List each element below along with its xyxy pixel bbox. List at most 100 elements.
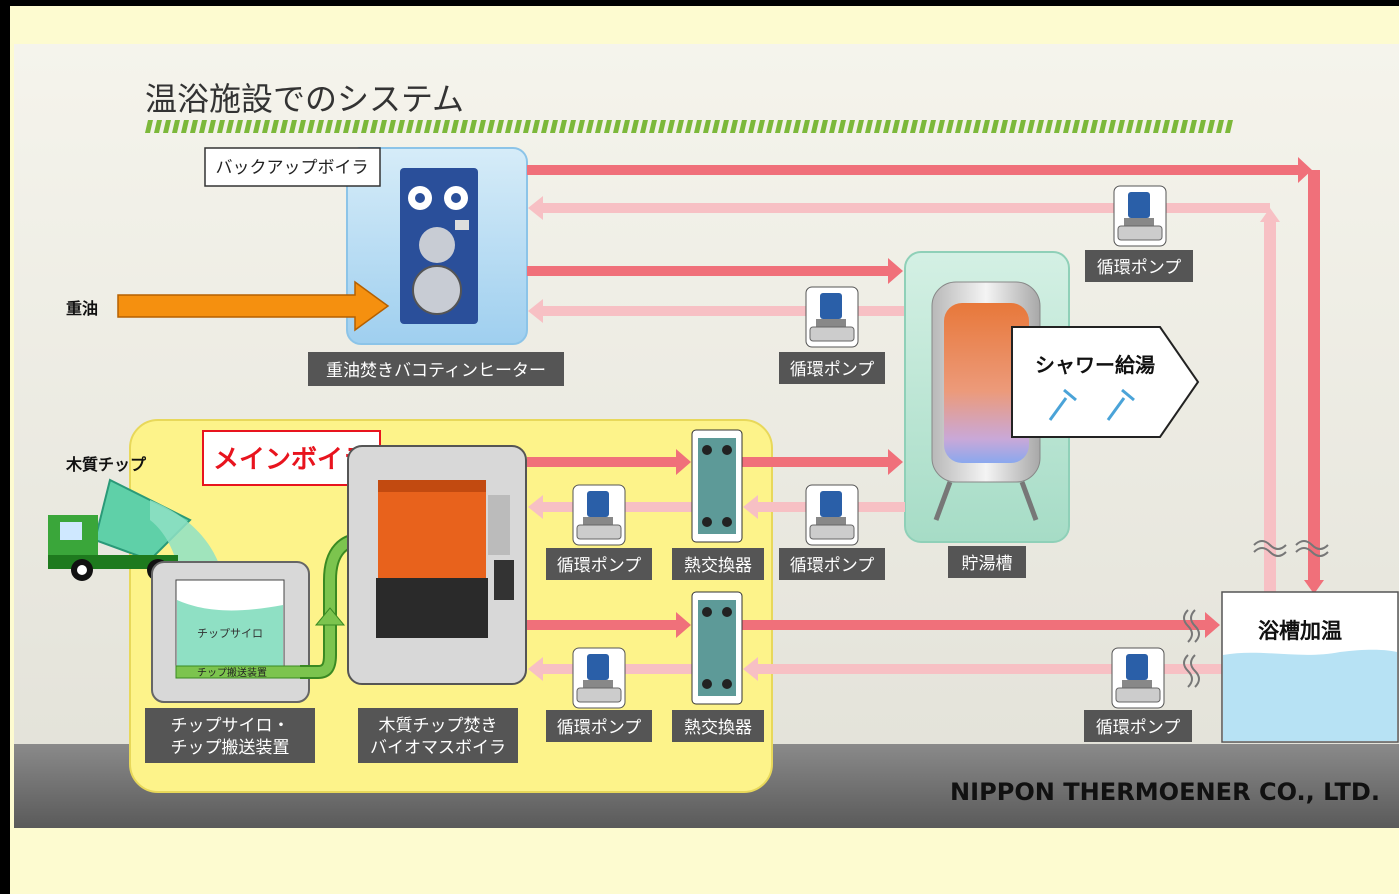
- stripe-mark: [271, 120, 279, 133]
- stripe-mark: [982, 120, 990, 133]
- stripe-mark: [667, 120, 675, 133]
- stripe-mark: [703, 120, 711, 133]
- stripe-mark: [145, 120, 153, 133]
- stripe-mark: [1180, 120, 1188, 133]
- stripe-mark: [1072, 120, 1080, 133]
- stripe-mark: [946, 120, 954, 133]
- shower-label: シャワー給湯: [1035, 353, 1155, 377]
- stripe-mark: [1036, 120, 1044, 133]
- stripe-mark: [937, 120, 945, 133]
- tank-caption-box: [948, 546, 1026, 578]
- stripe-mark: [532, 120, 540, 133]
- stripe-mark: [361, 120, 369, 133]
- stripe-mark: [505, 120, 513, 133]
- stripe-mark: [955, 120, 963, 133]
- stripe-mark: [325, 120, 333, 133]
- pump-group: [805, 484, 859, 546]
- stripe-mark: [730, 120, 738, 133]
- heat-exchanger-caption-2: 熱交換器: [684, 718, 752, 738]
- stripe-mark: [856, 120, 864, 133]
- stripe-mark: [559, 120, 567, 133]
- backup-boiler-icon: [400, 168, 478, 324]
- heat-exchanger-icon: [691, 591, 743, 705]
- silo-caption-box: [145, 708, 315, 763]
- stripe-mark: [262, 120, 270, 133]
- stripe-mark: [289, 120, 297, 133]
- stripe-mark: [1027, 120, 1035, 133]
- stripe-mark: [1009, 120, 1017, 133]
- stripe-mark: [424, 120, 432, 133]
- stripe-mark: [334, 120, 342, 133]
- pump-caption: 循環ポンプ: [790, 556, 875, 576]
- stripe-mark: [163, 120, 171, 133]
- stripe-mark: [991, 120, 999, 133]
- stripe-mark: [793, 120, 801, 133]
- pump-group: [805, 286, 859, 348]
- page-title: 温浴施設でのシステム: [145, 80, 464, 118]
- bath-heating-label: 浴槽加温: [1258, 619, 1342, 643]
- stripe-mark: [208, 120, 216, 133]
- silo-chips: [177, 600, 283, 669]
- heavy-oil-label: 重油: [66, 299, 98, 318]
- stripe-mark: [190, 120, 198, 133]
- stripe-mark: [1198, 120, 1206, 133]
- stripe-mark: [478, 120, 486, 133]
- pump-group: [1113, 185, 1167, 247]
- wood-chip-label: 木質チップ: [65, 455, 147, 474]
- stripe-mark: [883, 120, 891, 133]
- shower-callout: [1011, 326, 1200, 438]
- stripe-mark: [343, 120, 351, 133]
- biomass-caption-1: 木質チップ焚き: [379, 716, 498, 736]
- stripe-mark: [568, 120, 576, 133]
- stripe-mark: [721, 120, 729, 133]
- stripe-mark: [748, 120, 756, 133]
- stripe-mark: [352, 120, 360, 133]
- stripe-mark: [1207, 120, 1215, 133]
- stripe-mark: [757, 120, 765, 133]
- stripe-mark: [1018, 120, 1026, 133]
- company-name: NIPPON THERMOENER CO., LTD.: [950, 778, 1380, 806]
- stripe-mark: [865, 120, 873, 133]
- silo-caption-2: チップ搬送装置: [171, 738, 290, 758]
- stripe-mark: [307, 120, 315, 133]
- stripe-mark: [766, 120, 774, 133]
- heat-exchanger-caption-1: 熱交換器: [684, 556, 752, 576]
- stripe-mark: [217, 120, 225, 133]
- stripe-mark: [1099, 120, 1107, 133]
- stripe-mark: [784, 120, 792, 133]
- main-hot-arrows: [527, 449, 1220, 638]
- hx-caption-box: [672, 710, 764, 742]
- stripe-mark: [820, 120, 828, 133]
- stripe-mark: [775, 120, 783, 133]
- main-boiler-label: メインボイラ: [213, 445, 369, 475]
- hot-supply-arrows: [527, 157, 1324, 594]
- stripe-mark: [1045, 120, 1053, 133]
- stripe-mark: [181, 120, 189, 133]
- backup-boiler-label: バックアップボイラ: [216, 158, 369, 178]
- stripe-mark: [244, 120, 252, 133]
- stripe-mark: [1063, 120, 1071, 133]
- chip-feed-arrow: [300, 535, 361, 677]
- stripe-mark: [928, 120, 936, 133]
- storage-tank-icon: [931, 281, 1041, 521]
- stripe-mark: [1126, 120, 1134, 133]
- pipe-break-symbols: [1183, 540, 1329, 688]
- return-arrows-top: [528, 196, 1280, 592]
- stripe-mark: [280, 120, 288, 133]
- pump-caption: 循環ポンプ: [790, 360, 875, 380]
- title-underline: [145, 120, 1233, 133]
- stripe-mark: [406, 120, 414, 133]
- stripe-mark: [514, 120, 522, 133]
- stripe-mark: [640, 120, 648, 133]
- silo-caption-1: チップサイロ・: [171, 716, 290, 736]
- pump-group: [572, 647, 626, 709]
- stripe-mark: [694, 120, 702, 133]
- chip-conveyor-label: チップ搬送装置: [197, 666, 267, 679]
- stripe-mark: [235, 120, 243, 133]
- heavy-oil-arrow: [117, 280, 390, 332]
- stripe-mark: [604, 120, 612, 133]
- stripe-mark: [487, 120, 495, 133]
- stripe-mark: [1171, 120, 1179, 133]
- pump-group: [572, 484, 626, 546]
